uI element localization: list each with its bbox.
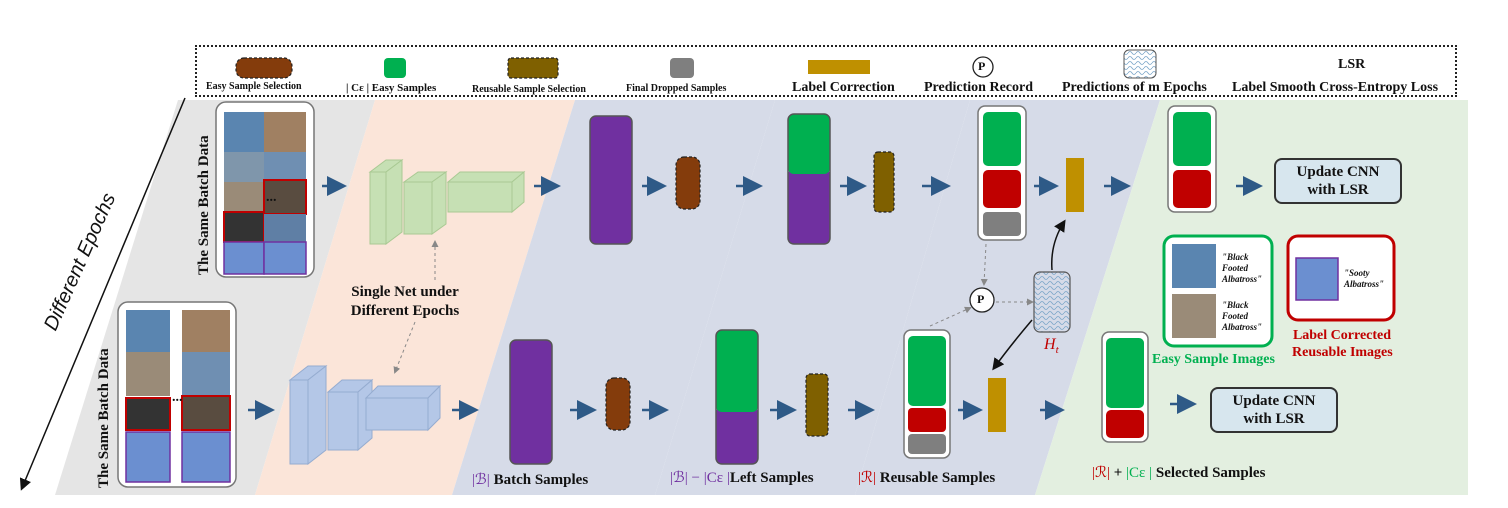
legend-prediction-icon-letter: P xyxy=(978,59,986,73)
network-top xyxy=(368,159,526,245)
update-cnn-top-line1: Update CNN xyxy=(1296,164,1380,180)
reusable-selection-top xyxy=(873,151,895,213)
left-samples-top-green xyxy=(788,114,830,174)
epoch-axis-line xyxy=(19,97,186,491)
legend-easy-selection-swatch xyxy=(235,57,293,79)
legend-lsr-full: Label Smooth Cross-Entropy Loss xyxy=(1232,80,1439,95)
selected-samples-label: |ℛ| + |Cε | Selected Samples xyxy=(1092,463,1265,482)
prediction-record-letter: P xyxy=(977,292,985,306)
easy-quote-1-l1: "Black xyxy=(1222,252,1249,262)
corrected-quote-l1: "Sooty xyxy=(1344,268,1370,278)
easy-selection-top xyxy=(675,156,701,210)
reusable-samples-label: |ℛ| Reusable Samples xyxy=(858,468,995,487)
corrected-quote: "Sooty Albatross" xyxy=(1344,268,1384,290)
reusable-selection-bottom xyxy=(805,373,829,437)
left-samples-symbol: |ℬ| − |Cε | xyxy=(670,470,730,486)
corrected-title-line2: Reusable Images xyxy=(1292,345,1393,360)
easy-quote-2-l1: "Black xyxy=(1222,300,1249,310)
left-samples-top-purple xyxy=(788,170,830,244)
batch-samples-symbol: |ℬ| xyxy=(472,472,490,488)
corrected-quote-l2: Albatross" xyxy=(1344,279,1385,289)
legend-easy-samples-swatch xyxy=(384,58,406,78)
update-cnn-bottom-line2: with LSR xyxy=(1243,411,1305,427)
corrected-title-line1: Label Corrected xyxy=(1292,328,1392,343)
batch-top-dots: ... xyxy=(266,190,277,205)
legend-lsr-abbr: LSR xyxy=(1338,57,1366,72)
update-cnn-bottom-line1: Update CNN xyxy=(1232,393,1316,409)
legend-predictions-m-label: Predictions of m Epochs xyxy=(1062,80,1207,95)
selected-plus: + xyxy=(1109,465,1127,481)
legend-prediction-record-icon xyxy=(972,56,994,78)
update-cnn-top-line2: with LSR xyxy=(1307,182,1369,198)
selected-symbol-r: |ℛ| xyxy=(1092,465,1110,481)
easy-selection-bottom xyxy=(605,377,631,431)
legend-prediction-record-label: Prediction Record xyxy=(924,80,1033,95)
batch-samples-bottom xyxy=(509,339,553,465)
selected-symbol-c: |Cε | xyxy=(1126,465,1153,481)
legend-easy-samples-label: | Cε | Easy Samples xyxy=(346,82,437,94)
legend-easy-selection-label: Easy Sample Selection xyxy=(206,81,302,92)
prediction-record-icon xyxy=(969,287,995,313)
net-label-line2: Different Epochs xyxy=(350,303,460,319)
batch-samples-label: |ℬ| Batch Samples xyxy=(472,470,588,489)
legend-label-correction-label: Label Correction xyxy=(792,80,895,95)
update-cnn-bottom: Update CNN with LSR xyxy=(1210,387,1338,433)
easy-quote-2-l3: Albatross" xyxy=(1222,322,1263,332)
reusable-samples-text: Reusable Samples xyxy=(875,470,996,486)
history-label-h: H xyxy=(1044,336,1056,353)
batch-samples-top xyxy=(589,115,633,245)
label-correction-top xyxy=(1066,158,1084,212)
batch-samples-text: Batch Samples xyxy=(489,472,589,488)
legend-final-dropped-label: Final Dropped Samples xyxy=(626,83,727,94)
net-label-line1: Single Net under xyxy=(351,284,459,300)
easy-quote-1-l2: Footed xyxy=(1222,263,1248,273)
same-batch-bottom-label: The Same Batch Data xyxy=(96,348,112,488)
left-samples-label: |ℬ| − |Cε |Left Samples xyxy=(670,468,814,487)
easy-images-title: Easy Sample Images xyxy=(1152,352,1275,367)
easy-quote-2: "Black Footed Albatross" xyxy=(1222,300,1262,333)
selected-samples-text: Selected Samples xyxy=(1152,465,1266,481)
easy-quote-2-l2: Footed xyxy=(1222,311,1248,321)
update-cnn-top: Update CNN with LSR xyxy=(1274,158,1402,204)
left-samples-text: Left Samples xyxy=(729,470,814,486)
legend-final-dropped-swatch xyxy=(670,58,694,78)
flow-arrows xyxy=(248,176,1263,420)
history-label: Ht xyxy=(1044,336,1059,356)
history-icon xyxy=(1033,271,1071,333)
easy-quote-1: "Black Footed Albatross" xyxy=(1222,252,1262,285)
easy-quote-1-l3: Albatross" xyxy=(1222,274,1263,284)
batch-bottom-dots: ... xyxy=(172,390,183,405)
same-batch-top-label: The Same Batch Data xyxy=(196,135,212,275)
left-samples-bottom-green xyxy=(716,330,758,412)
network-bottom xyxy=(288,364,442,466)
legend-box xyxy=(195,45,1457,97)
legend-label-correction-swatch xyxy=(808,60,870,74)
legend-reusable-selection-label: Reusable Sample Selection xyxy=(472,84,586,95)
history-label-sub: t xyxy=(1055,344,1059,357)
left-samples-bottom-purple xyxy=(716,408,758,464)
legend-reusable-selection-swatch xyxy=(507,57,559,79)
legend-predictions-m-swatch xyxy=(1123,49,1157,79)
label-correction-bottom xyxy=(988,378,1006,432)
reusable-samples-symbol: |ℛ| xyxy=(858,470,876,486)
